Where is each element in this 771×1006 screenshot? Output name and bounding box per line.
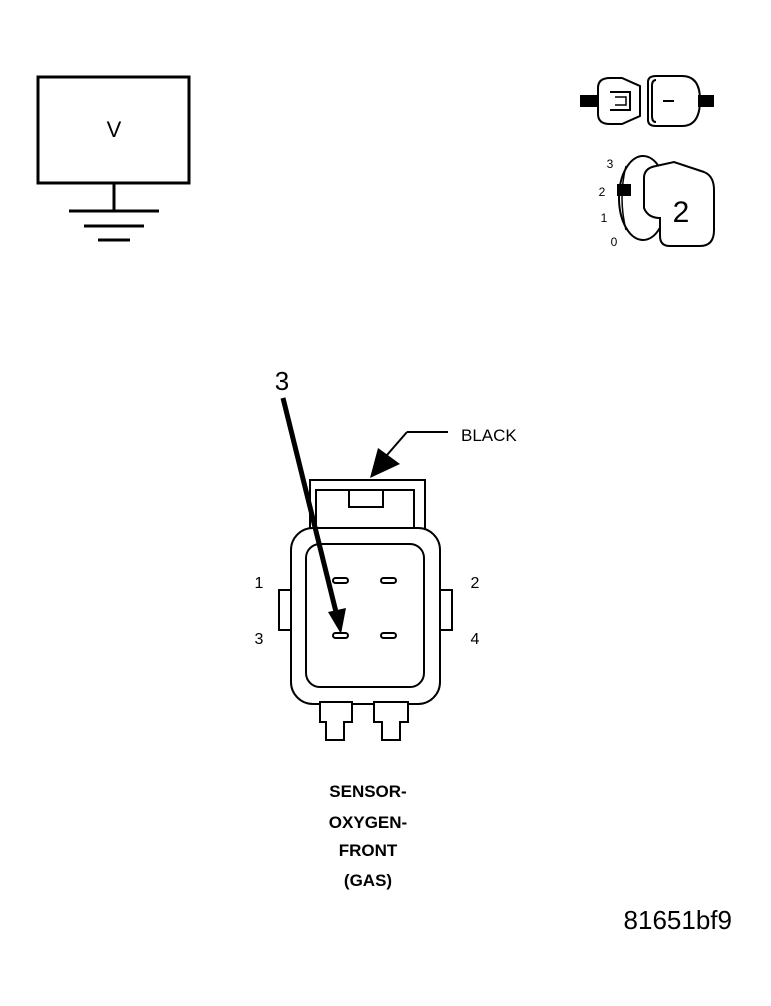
ignition-position-2: 2 [599, 185, 606, 199]
pin-4-label: 4 [471, 631, 480, 648]
connector-caption: SENSOR- OXYGEN- FRONT (GAS) [329, 782, 407, 890]
color-label: BLACK [461, 426, 517, 445]
figure-id: 81651bf9 [624, 905, 732, 935]
pin-1-label: 1 [255, 575, 264, 592]
pin-4-slot [380, 632, 397, 639]
pin-callout: 3 [275, 366, 346, 634]
connector-disconnect-icon [580, 75, 714, 127]
leader-arrow-icon [370, 448, 400, 478]
ignition-position-3: 3 [607, 157, 614, 171]
ignition-position-1: 1 [601, 211, 608, 225]
voltmeter: V [36, 75, 191, 242]
sensor-connector: 1 2 3 4 [255, 479, 480, 741]
caption-line-1: SENSOR- [329, 782, 406, 801]
ignition-key-number: 2 [673, 196, 690, 229]
color-leader: BLACK [370, 426, 517, 478]
pin-2-slot [380, 577, 397, 584]
caption-line-2: OXYGEN- [329, 813, 407, 832]
callout-arrow-icon [328, 608, 346, 634]
caption-line-3: FRONT [339, 841, 398, 860]
ignition-position-0: 0 [611, 235, 618, 249]
pin-3-label: 3 [255, 631, 264, 648]
pin-2-label: 2 [471, 575, 480, 592]
callout-pin-number: 3 [275, 366, 289, 396]
pin-1-slot [332, 577, 349, 584]
voltmeter-symbol: V [107, 117, 122, 142]
ground-icon [69, 209, 159, 242]
ignition-key-icon: 3 2 1 0 2 [599, 155, 715, 249]
caption-line-4: (GAS) [344, 871, 392, 890]
pin-3-slot [332, 632, 349, 639]
